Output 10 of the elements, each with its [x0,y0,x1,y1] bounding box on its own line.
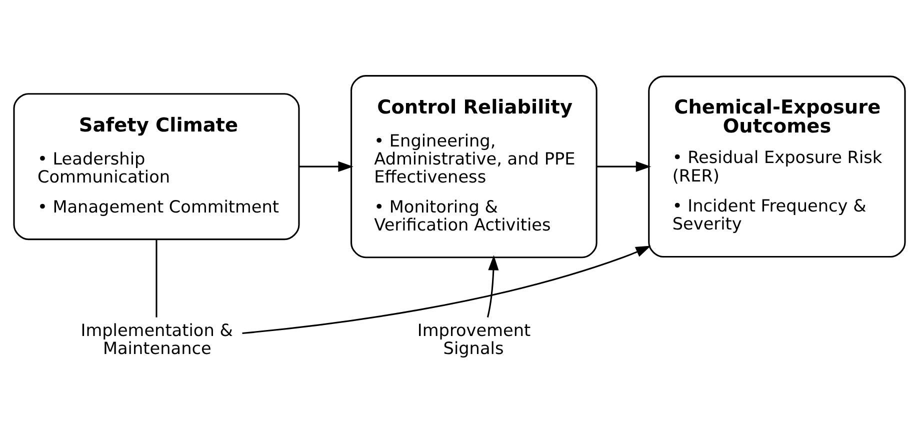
node-box: Control Reliability • Engineering, Administrative, and PPE Effectiveness • Monitoring & Verification Activities [350,75,598,258]
arrow [299,161,354,172]
node-text: Improvement Signals [417,320,531,358]
arrow [486,255,499,318]
node-text: Implementation & Maintenance [80,320,233,358]
node-box: Safety Climate • Leadership Communication • Management Commitment [13,93,300,240]
arrow [242,246,651,334]
arrow [597,161,652,172]
connector [156,239,158,318]
node-box: Chemical-Exposure Outcomes • Residual Exposure Risk (RER) • Incident Frequency & Severity [648,76,906,258]
